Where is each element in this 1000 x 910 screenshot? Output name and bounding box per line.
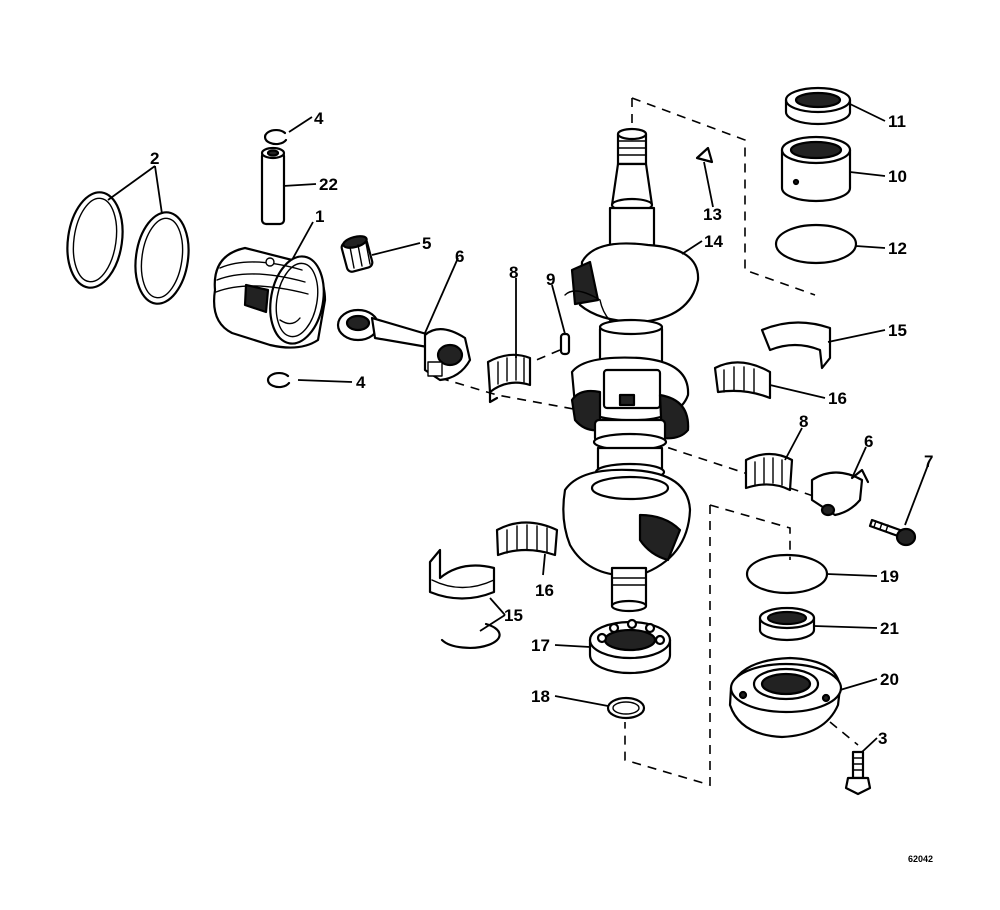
callout-11: 11 xyxy=(888,112,906,131)
rod-needle-bearing-cage-upper xyxy=(486,353,532,404)
upper-seal xyxy=(784,86,852,126)
callout-4-top: 4 xyxy=(314,109,324,128)
callout-21: 21 xyxy=(880,619,899,638)
lower-bearing-retainer-plate xyxy=(728,656,843,739)
figure-number: 62042 xyxy=(908,854,933,864)
callout-4-bottom: 4 xyxy=(356,373,366,392)
wrist-pin xyxy=(260,146,286,226)
bearing-retaining-ring xyxy=(606,696,646,720)
piston xyxy=(213,246,327,349)
callout-19: 19 xyxy=(880,567,899,586)
callout-20: 20 xyxy=(880,670,899,689)
callout-9: 9 xyxy=(546,270,555,289)
callout-10: 10 xyxy=(888,167,907,186)
retainer-plate-screw xyxy=(844,750,872,796)
upper-o-ring xyxy=(774,223,858,265)
connecting-rod-cap xyxy=(810,468,870,517)
connecting-rod xyxy=(336,308,472,382)
callout-18: 18 xyxy=(531,687,550,706)
callout-14: 14 xyxy=(704,232,723,251)
center-main-bearing-half-lower xyxy=(495,521,559,557)
callout-15-upper: 15 xyxy=(888,321,907,340)
center-main-bearing-half-upper xyxy=(713,361,772,400)
callout-16-upper: 16 xyxy=(828,389,847,408)
wrist-pin-needle-bearing xyxy=(340,235,374,273)
callout-1: 1 xyxy=(315,207,324,226)
callout-2: 2 xyxy=(150,149,159,168)
callout-7: 7 xyxy=(924,452,933,471)
callout-17: 17 xyxy=(531,636,550,655)
wrist-pin-retainer-bottom xyxy=(266,371,291,389)
callout-15-lower: 15 xyxy=(504,606,523,625)
wrist-pin-retainer-top xyxy=(263,128,288,146)
callout-labels: 1 2 3 4 4 5 6 6 7 8 8 9 10 11 12 13 14 1… xyxy=(150,109,933,748)
callout-5: 5 xyxy=(422,234,431,253)
callout-8-upper: 8 xyxy=(509,263,518,282)
callout-13: 13 xyxy=(703,205,722,224)
retaining-ring xyxy=(440,622,501,649)
crankshaft xyxy=(562,127,700,613)
main-bearing-cage-half-upper xyxy=(760,321,832,370)
callout-6-cap: 6 xyxy=(864,432,873,451)
woodruff-key xyxy=(695,146,714,164)
lower-o-ring xyxy=(745,553,829,595)
callout-8-lower: 8 xyxy=(799,412,808,431)
callout-12: 12 xyxy=(888,239,907,258)
callout-22: 22 xyxy=(319,175,338,194)
callout-6-rod: 6 xyxy=(455,247,464,266)
lower-ball-bearing xyxy=(588,618,672,675)
callout-3: 3 xyxy=(878,729,887,748)
piston-rings xyxy=(66,191,190,305)
callout-16-lower: 16 xyxy=(535,581,554,600)
main-bearing-cage-half-lower xyxy=(428,548,496,600)
dowel-pin xyxy=(559,332,571,356)
leader-lines xyxy=(107,103,929,753)
rod-cap-screw xyxy=(868,518,917,547)
rod-needle-bearing-cage-lower xyxy=(744,452,794,492)
lower-seal xyxy=(758,606,816,642)
upper-main-bearing xyxy=(780,135,852,203)
